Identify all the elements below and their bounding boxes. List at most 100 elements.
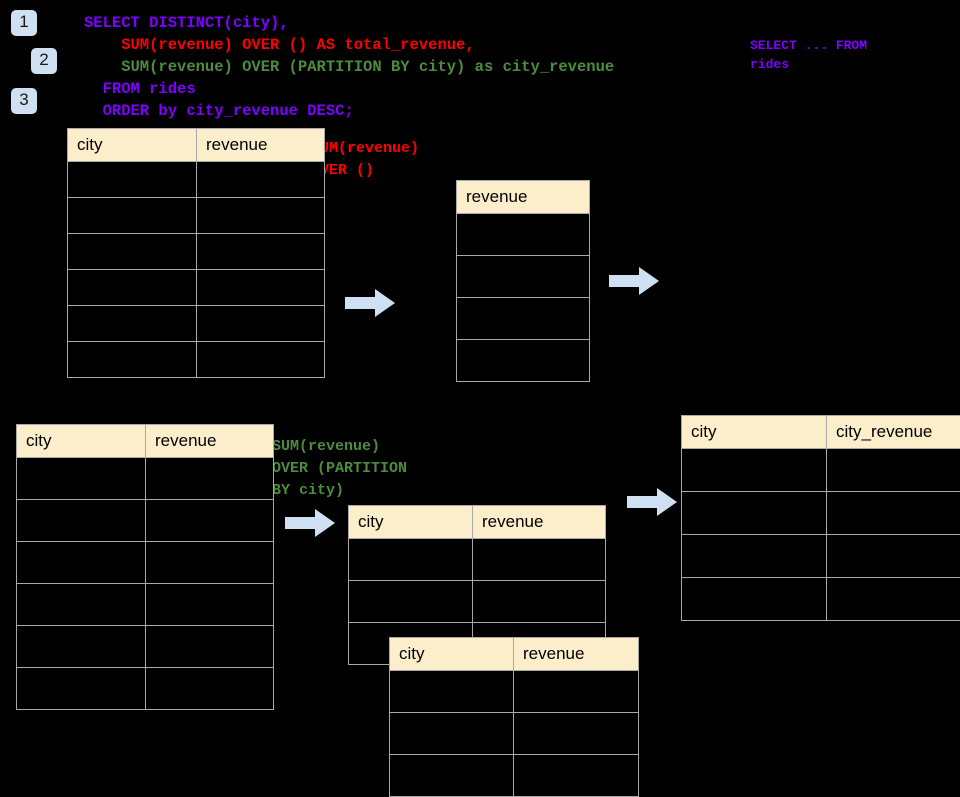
- table-source-top: city revenue: [67, 128, 325, 378]
- cell-revenue: [514, 671, 639, 713]
- cell-city: [68, 270, 197, 306]
- table-row: [457, 340, 590, 382]
- table-row: [68, 198, 325, 234]
- arrow-top-left: [345, 288, 395, 318]
- column-header-revenue: revenue: [473, 506, 606, 539]
- step-badge-2: 2: [31, 48, 57, 74]
- cell-revenue: [457, 256, 590, 298]
- table-row: [390, 713, 639, 755]
- table-revenue-only: revenue: [456, 180, 590, 382]
- table-header-row: city revenue: [349, 506, 606, 539]
- table-header-row: city revenue: [390, 638, 639, 671]
- step-badge-3: 3: [11, 88, 37, 114]
- cell-revenue: [146, 542, 274, 584]
- cell-city: [682, 578, 827, 621]
- column-header-city-revenue: city_revenue: [827, 416, 960, 449]
- table-header-row: city revenue: [68, 129, 325, 162]
- step-badge-1: 1: [11, 10, 37, 36]
- table-row: [682, 578, 960, 621]
- table-row: [682, 449, 960, 492]
- cell-revenue: [514, 713, 639, 755]
- cell-revenue: [197, 342, 325, 378]
- table-row: [68, 270, 325, 306]
- cell-revenue: [457, 298, 590, 340]
- cell-city: [17, 458, 146, 500]
- column-header-city: city: [349, 506, 473, 539]
- cell-city: [17, 584, 146, 626]
- cell-city-revenue: [827, 578, 960, 621]
- cell-revenue: [197, 198, 325, 234]
- arrow-top-right: [609, 266, 659, 296]
- sql-line-order-by: ORDER by city_revenue DESC;: [84, 100, 354, 122]
- annotation-sum-over-empty: SUM(revenue) OVER (): [311, 138, 419, 182]
- cell-city: [682, 535, 827, 578]
- cell-city: [17, 626, 146, 668]
- column-header-city: city: [17, 425, 146, 458]
- table-partition-b: city revenue: [389, 637, 639, 797]
- cell-city-revenue: [827, 449, 960, 492]
- cell-city: [17, 668, 146, 710]
- cell-city: [68, 162, 197, 198]
- table-row: [457, 256, 590, 298]
- sql-line-select: SELECT DISTINCT(city),: [84, 12, 289, 34]
- cell-city: [17, 542, 146, 584]
- cell-revenue: [514, 755, 639, 797]
- cell-revenue: [146, 500, 274, 542]
- cell-revenue: [197, 162, 325, 198]
- cell-city: [17, 500, 146, 542]
- column-header-city: city: [68, 129, 197, 162]
- cell-city-revenue: [827, 492, 960, 535]
- table-row: [17, 626, 274, 668]
- cell-city-revenue: [827, 535, 960, 578]
- table-row: [682, 492, 960, 535]
- diagram-canvas: 1 2 3 SELECT DISTINCT(city), SUM(revenue…: [0, 0, 960, 720]
- cell-revenue: [197, 306, 325, 342]
- table-row: [349, 581, 606, 623]
- sql-line-city-revenue: SUM(revenue) OVER (PARTITION BY city) as…: [84, 56, 614, 78]
- arrow-bottom-left: [285, 508, 335, 538]
- table-row: [457, 214, 590, 256]
- column-header-revenue: revenue: [457, 181, 590, 214]
- column-header-city: city: [682, 416, 827, 449]
- table-row: [349, 539, 606, 581]
- table-row: [390, 671, 639, 713]
- table-row: [17, 584, 274, 626]
- sql-line-from: FROM rides: [84, 78, 196, 100]
- cell-city: [68, 306, 197, 342]
- cell-revenue: [197, 234, 325, 270]
- cell-city: [68, 198, 197, 234]
- table-source-bottom: city revenue: [16, 424, 274, 710]
- table-row: [68, 342, 325, 378]
- table-row: [17, 542, 274, 584]
- cell-revenue: [146, 458, 274, 500]
- table-row: [68, 162, 325, 198]
- table-row: [68, 234, 325, 270]
- table-row: [390, 755, 639, 797]
- cell-city: [682, 449, 827, 492]
- table-row: [457, 298, 590, 340]
- cell-city: [68, 342, 197, 378]
- table-header-row: city city_revenue: [682, 416, 960, 449]
- column-header-city: city: [390, 638, 514, 671]
- sql-line-total-revenue: SUM(revenue) OVER () AS total_revenue,: [84, 34, 475, 56]
- cell-city: [349, 581, 473, 623]
- cell-revenue: [457, 214, 590, 256]
- cell-revenue: [146, 584, 274, 626]
- cell-city: [390, 713, 514, 755]
- table-header-row: city revenue: [17, 425, 274, 458]
- annotation-sum-over-partition: SUM(revenue) OVER (PARTITION BY city): [272, 436, 407, 502]
- column-header-revenue: revenue: [514, 638, 639, 671]
- cell-revenue: [146, 668, 274, 710]
- cell-revenue: [197, 270, 325, 306]
- cell-city: [682, 492, 827, 535]
- table-row: [68, 306, 325, 342]
- column-header-revenue: revenue: [146, 425, 274, 458]
- cell-city: [390, 755, 514, 797]
- cell-revenue: [473, 581, 606, 623]
- cell-city: [68, 234, 197, 270]
- table-row: [17, 458, 274, 500]
- cell-revenue: [473, 539, 606, 581]
- table-result: city city_revenue: [681, 415, 960, 621]
- cell-city: [349, 539, 473, 581]
- cell-revenue: [457, 340, 590, 382]
